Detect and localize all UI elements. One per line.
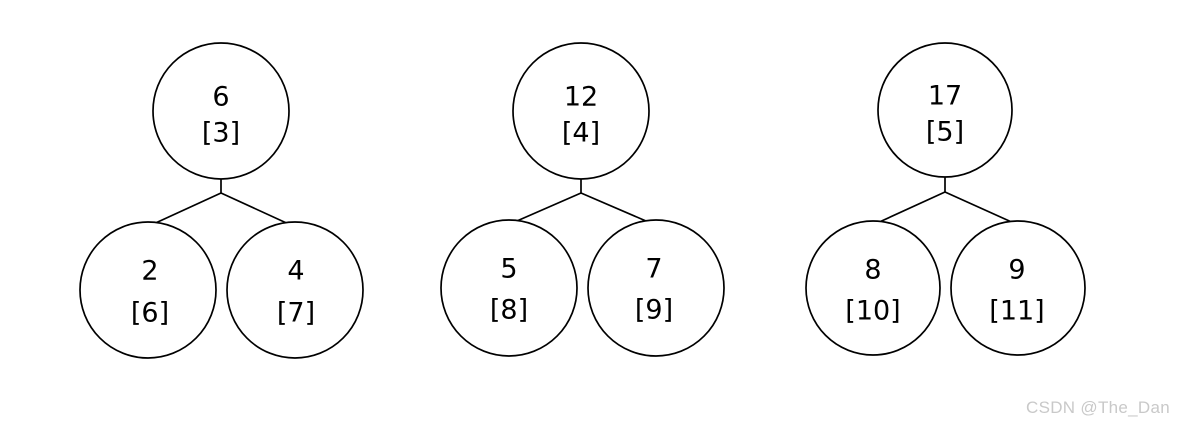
tree-group-3: 17 [5] 8 [10] 9 [11] <box>805 42 1086 356</box>
tree-2-edges <box>509 178 654 225</box>
node-value-label: 5 <box>500 254 517 285</box>
edge-root-to-left-child-2 <box>509 192 582 225</box>
edge-root-to-right-child-1 <box>220 192 294 227</box>
node-value-label: 2 <box>141 256 158 287</box>
edge-root-to-left-child-1 <box>148 192 222 227</box>
node-value-label: 4 <box>287 256 304 287</box>
node-circle-outline <box>440 219 578 357</box>
tree-node-left-child-3[interactable]: 8 [10] <box>805 220 941 356</box>
tree-node-left-child-2[interactable]: 5 [8] <box>440 219 578 357</box>
node-index-label: [4] <box>562 118 600 149</box>
node-value-label: 9 <box>1008 255 1025 286</box>
node-value-label: 6 <box>212 82 229 113</box>
tree-group-2: 12 [4] 5 [8] 7 [9] <box>440 42 725 357</box>
node-index-label: [7] <box>277 298 315 329</box>
node-value-label: 12 <box>564 82 598 113</box>
tree-node-right-child-2[interactable]: 7 [9] <box>587 219 725 357</box>
node-index-label: [6] <box>131 298 169 329</box>
node-circle-outline <box>587 219 725 357</box>
edge-root-to-left-child-3 <box>874 191 946 225</box>
node-index-label: [8] <box>490 295 528 326</box>
tree-node-root-3[interactable]: 17 [5] <box>877 42 1013 178</box>
node-value-label: 7 <box>645 254 662 285</box>
tree-3-edges <box>874 177 1017 225</box>
node-circle-outline <box>877 42 1013 178</box>
tree-group-1: 6 [3] 2 [6] 4 [7] <box>79 42 364 359</box>
tree-1-edges <box>148 178 294 227</box>
tree-node-right-child-1[interactable]: 4 [7] <box>226 221 364 359</box>
node-circle-outline <box>152 42 290 180</box>
node-index-label: [3] <box>202 118 240 149</box>
edge-root-to-right-child-3 <box>944 191 1017 225</box>
node-circle-outline <box>226 221 364 359</box>
node-index-label: [10] <box>845 296 900 327</box>
node-value-label: 17 <box>928 81 962 112</box>
csdn-watermark: CSDN @The_Dan <box>1026 398 1170 417</box>
node-circle-outline <box>950 220 1086 356</box>
tree-node-right-child-3[interactable]: 9 [11] <box>950 220 1086 356</box>
node-circle-outline <box>512 42 650 180</box>
node-circle-outline <box>805 220 941 356</box>
tree-node-root-2[interactable]: 12 [4] <box>512 42 650 180</box>
node-index-label: [5] <box>926 117 964 148</box>
node-circle-outline <box>79 221 217 359</box>
edge-root-to-right-child-2 <box>580 192 654 225</box>
node-value-label: 8 <box>864 255 881 286</box>
tree-node-root-1[interactable]: 6 [3] <box>152 42 290 180</box>
node-index-label: [9] <box>635 295 673 326</box>
node-index-label: [11] <box>989 296 1044 327</box>
tree-node-left-child-1[interactable]: 2 [6] <box>79 221 217 359</box>
